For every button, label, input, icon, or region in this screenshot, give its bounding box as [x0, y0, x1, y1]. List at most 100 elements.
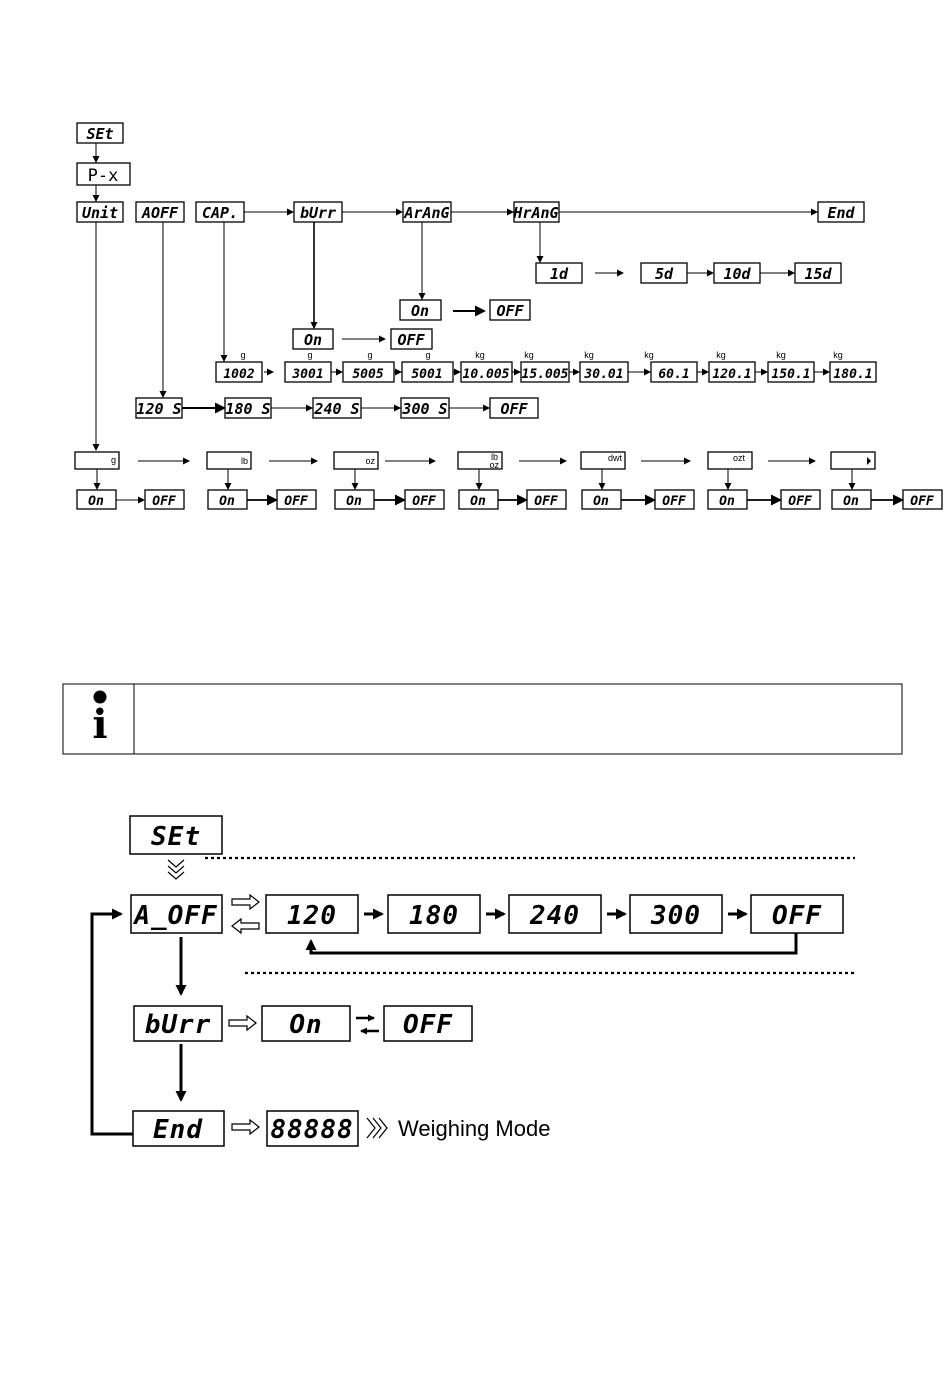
- unit-off-label: OFF: [788, 494, 813, 509]
- arang-on-box: [399, 299, 442, 321]
- unit-ozt-box: [707, 451, 753, 470]
- aoff-option-box: [387, 894, 481, 934]
- cap-unit: kg: [644, 350, 654, 360]
- aoff-option-box: [265, 894, 359, 934]
- burr-on-label: On: [304, 331, 322, 349]
- burr-on-box: [292, 328, 334, 350]
- cap-value: 10.005: [463, 367, 510, 382]
- hrang-option-box: [535, 262, 583, 284]
- unit-off-label: OFF: [152, 494, 177, 509]
- cap-option-box: [829, 361, 877, 383]
- unit-off-label: OFF: [284, 494, 309, 509]
- hrang-option-box: [794, 262, 842, 284]
- cap-unit: kg: [716, 350, 726, 360]
- burr-off-box: [383, 1005, 473, 1042]
- aoff-option-label: 120: [287, 901, 337, 931]
- cap-unit: kg: [524, 350, 534, 360]
- display-label: 88888: [270, 1115, 353, 1145]
- unit-name: ozt: [733, 453, 746, 463]
- unit-name: oz: [365, 456, 375, 466]
- unit-on-label: On: [593, 494, 609, 509]
- set-label: SEt: [151, 822, 201, 852]
- unit-off-box: [144, 489, 185, 510]
- info-box: [62, 683, 903, 755]
- hollow-arrows-icon: [231, 893, 260, 935]
- cap-label: CAP.: [202, 204, 238, 222]
- aoff-option-label: 300: [650, 901, 701, 931]
- unit-name: lb: [241, 456, 248, 466]
- set-box: [129, 815, 223, 855]
- aoff-label: A_OFF: [132, 901, 218, 931]
- aoff-option-label: 300 S: [401, 400, 447, 418]
- hollow-arrow-right-icon: [231, 1118, 260, 1136]
- arang-on-label: On: [411, 302, 429, 320]
- cap-value: 5001: [411, 367, 442, 382]
- cap-unit: g: [367, 350, 372, 360]
- unit-on-label: On: [346, 494, 362, 509]
- unit-off-label: OFF: [534, 494, 559, 509]
- cap-option-box: [215, 361, 263, 383]
- cap-value: 120.1: [712, 367, 751, 382]
- cap-unit: kg: [776, 350, 786, 360]
- unit-name: dwt: [608, 453, 623, 463]
- unit-name-2: oz: [489, 460, 499, 470]
- unit-label: Unit: [82, 204, 118, 222]
- burr-off-box: [390, 328, 433, 350]
- aoff-option-box: [629, 894, 723, 934]
- unit-lb-box: [206, 451, 252, 470]
- aoff-option-label: 180: [409, 901, 459, 931]
- hrang-option-label: 1d: [550, 265, 569, 283]
- cap-unit: kg: [833, 350, 843, 360]
- info-icon: i: [92, 701, 107, 748]
- unit-on-label: On: [88, 494, 104, 509]
- double-chevron-icon: [167, 859, 185, 880]
- cap-value: 1002: [223, 367, 254, 382]
- burr-label: bUrr: [300, 204, 336, 222]
- hrang-option-label: 15d: [804, 265, 832, 283]
- unit-on-label: On: [843, 494, 859, 509]
- unit-on-label: On: [470, 494, 486, 509]
- px-label: P-x: [88, 166, 119, 186]
- cap-unit: g: [240, 350, 245, 360]
- cap-value: 15.005: [522, 367, 569, 382]
- aoff-box: [135, 201, 185, 223]
- unit-box: [76, 201, 124, 223]
- aoff-option-label: 240 S: [313, 400, 359, 418]
- set-box: [76, 122, 124, 144]
- triangle-marker-icon: [867, 457, 871, 465]
- aoff-option-box: [489, 397, 539, 419]
- arang-off-box: [489, 299, 531, 321]
- unit-off-label: OFF: [910, 494, 935, 509]
- aoff-option-label: 120 S: [136, 400, 181, 418]
- burr-on-box: [261, 1005, 351, 1042]
- aoff-option-label: 180 S: [225, 400, 270, 418]
- cap-value: 180.1: [833, 367, 872, 382]
- aoff-option-label: OFF: [500, 400, 528, 418]
- unit-name: g: [111, 455, 116, 465]
- swap-arrows-icon: [356, 1014, 379, 1035]
- arang-off-label: OFF: [496, 302, 524, 320]
- arang-label: ArAnG: [403, 204, 449, 222]
- set-label: SEt: [86, 125, 113, 143]
- burr-on-label: On: [289, 1010, 322, 1040]
- cap-unit: g: [425, 350, 430, 360]
- end-label: End: [827, 204, 855, 222]
- info-icon-dot: [93, 690, 107, 704]
- unit-on-label: On: [719, 494, 735, 509]
- aoff-option-box: [508, 894, 602, 934]
- unit-custom-box: [830, 451, 876, 470]
- unit-oz-box: [333, 451, 379, 470]
- cap-value: 150.1: [771, 367, 810, 382]
- display-box: [266, 1110, 359, 1147]
- cap-value: 5005: [352, 367, 383, 382]
- aoff-option-label: OFF: [772, 901, 822, 931]
- px-box: [76, 162, 131, 186]
- cap-value: 30.01: [583, 367, 623, 382]
- double-chevron-right-icon: [366, 1117, 388, 1139]
- unit-lboz-box: [457, 451, 503, 470]
- weighing-mode-label: Weighing Mode: [398, 1116, 550, 1141]
- end-box: [132, 1110, 225, 1147]
- cap-unit: g: [307, 350, 312, 360]
- hrang-label: HrAnG: [512, 204, 558, 222]
